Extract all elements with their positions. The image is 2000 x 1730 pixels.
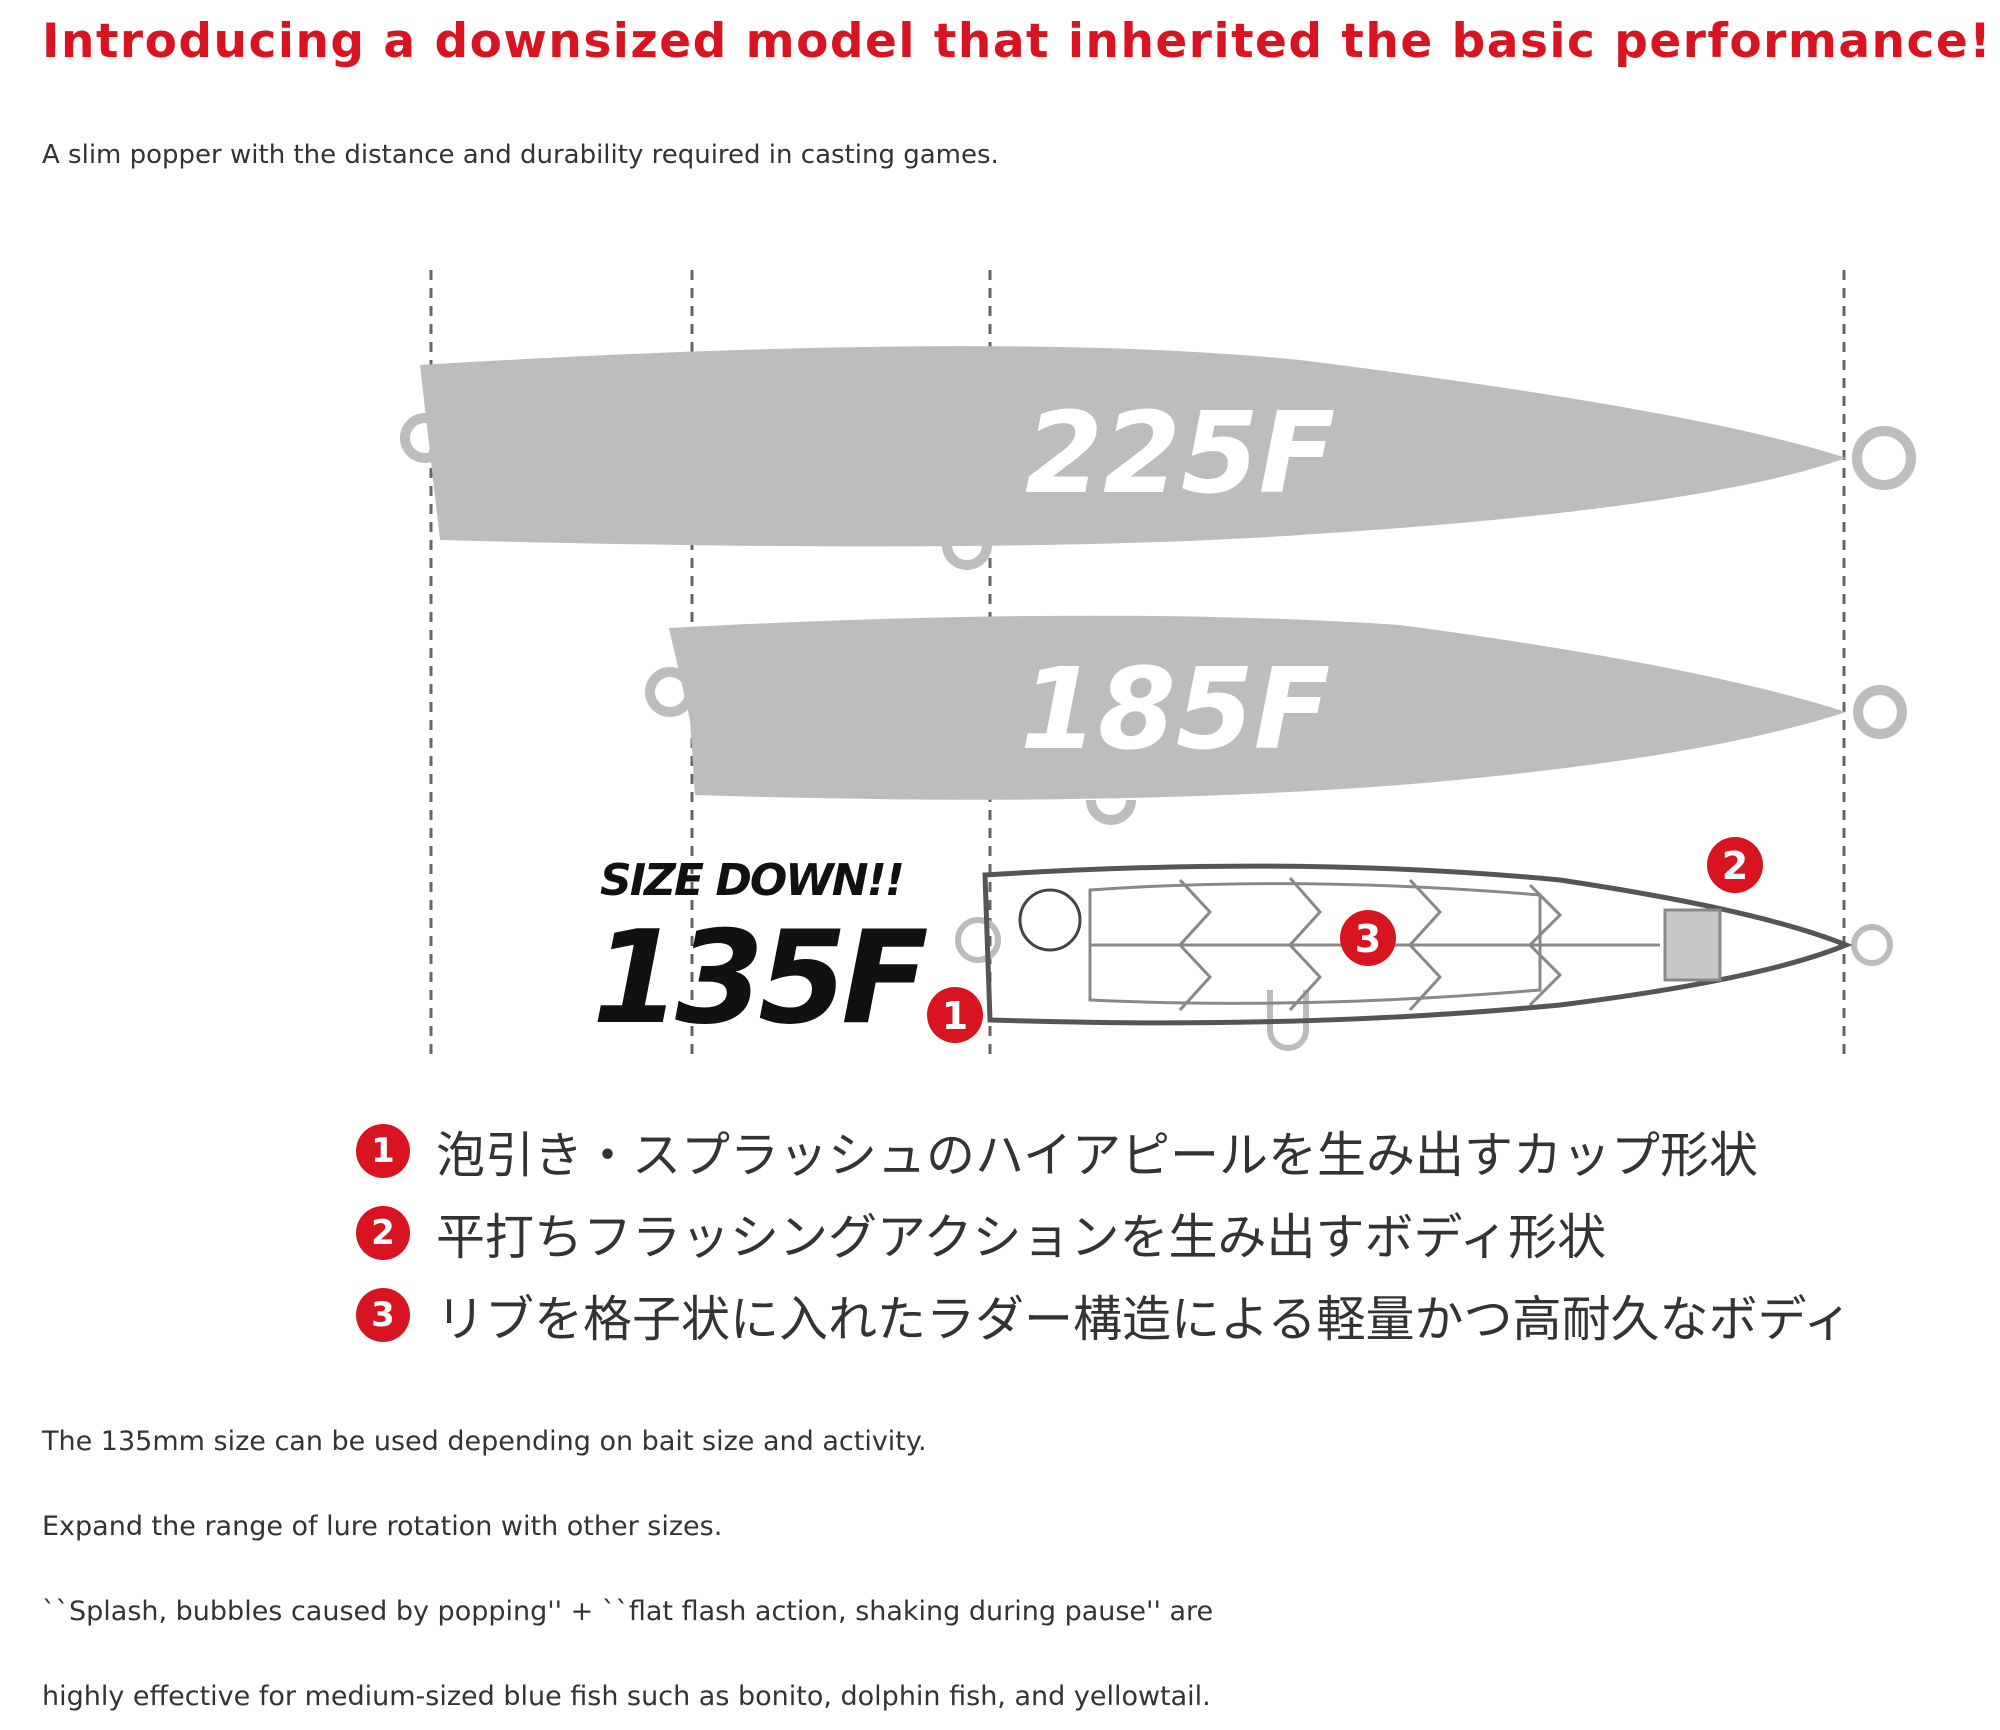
svg-text:2: 2 — [1722, 844, 1748, 888]
feature-number-badge: 3 — [356, 1288, 410, 1342]
lure-225f: 225F — [400, 346, 1916, 570]
paragraph: highly effective for medium-sized blue f… — [42, 1681, 1211, 1712]
lure-size-comparison-figure: 225F 185F SIZE DOWN!! 135F 1 2 3 — [400, 270, 1916, 1058]
feature-number-badge: 2 — [356, 1206, 410, 1260]
page-title: Introducing a downsized model that inher… — [42, 14, 1993, 69]
feature-list: 1 泡引き・スプラッシュのハイアピールを生み出すカップ形状 2 平打ちフラッシン… — [356, 1110, 1852, 1356]
model-label-135f: 135F — [592, 904, 927, 1053]
paragraph: ``Splash, bubbles caused by popping'' + … — [42, 1596, 1214, 1627]
feature-text: 泡引き・スプラッシュのハイアピールを生み出すカップ形状 — [436, 1126, 1759, 1184]
paragraph: The 135mm size can be used depending on … — [42, 1426, 927, 1457]
lure-185f: 185F — [645, 615, 1907, 825]
feature-item: 1 泡引き・スプラッシュのハイアピールを生み出すカップ形状 — [356, 1110, 1852, 1192]
model-label-225f: 225F — [1025, 389, 1335, 519]
callout-3: 3 — [1340, 910, 1396, 966]
svg-text:3: 3 — [1355, 917, 1381, 961]
feature-text: リブを格子状に入れたラダー構造による軽量かつ高耐久なボディ — [436, 1290, 1853, 1348]
feature-item: 2 平打ちフラッシングアクションを生み出すボディ形状 — [356, 1192, 1852, 1274]
callout-2: 2 — [1707, 837, 1763, 893]
feature-number-badge: 1 — [356, 1124, 410, 1178]
feature-item: 3 リブを格子状に入れたラダー構造による軽量かつ高耐久なボディ — [356, 1274, 1852, 1356]
feature-text: 平打ちフラッシングアクションを生み出すボディ形状 — [436, 1208, 1607, 1266]
paragraph: Expand the range of lure rotation with o… — [42, 1511, 723, 1542]
size-down-label: SIZE DOWN!! — [600, 855, 903, 906]
lure-135f — [955, 863, 1893, 1051]
callout-1: 1 — [927, 987, 983, 1043]
subtitle: A slim popper with the distance and dura… — [42, 140, 999, 170]
model-label-185f: 185F — [1020, 645, 1330, 775]
svg-text:1: 1 — [942, 994, 968, 1038]
